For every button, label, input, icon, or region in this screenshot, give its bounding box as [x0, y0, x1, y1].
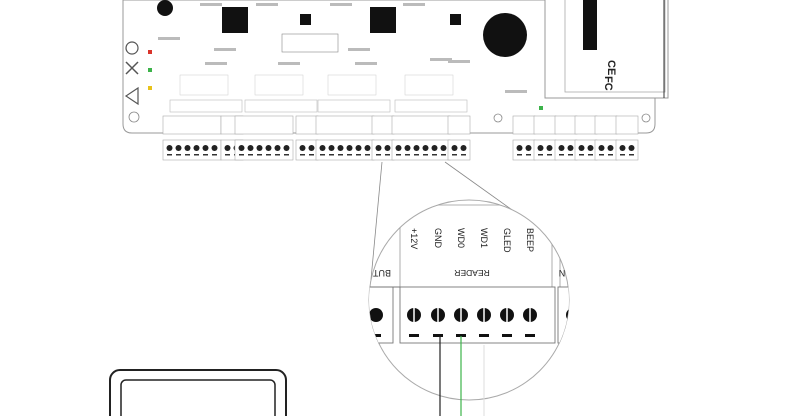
screw-terminal: [265, 145, 272, 151]
screw-terminal: [224, 145, 231, 151]
screw-terminal: [211, 145, 218, 151]
screw-terminal: [607, 145, 614, 151]
zoom-leader-line: [369, 161, 383, 291]
screw-terminal: [274, 145, 281, 151]
screw-terminal: [404, 145, 411, 151]
screw-terminal: [283, 145, 290, 151]
screw-terminal: [346, 145, 353, 151]
screw-terminal: [166, 145, 173, 151]
screw-terminal: [364, 145, 371, 151]
screw-terminal: [319, 145, 326, 151]
screw-terminal: [337, 145, 344, 151]
pin-label: WD1: [479, 228, 489, 248]
screw-terminal: [202, 145, 209, 151]
fc-mark: FC: [602, 76, 614, 91]
screw-terminal: [328, 145, 335, 151]
screw-terminal: [628, 145, 635, 151]
pin-label: WD0: [456, 228, 466, 248]
screw-terminal: [193, 145, 200, 151]
screw-terminal: [546, 145, 553, 151]
led-red: [148, 50, 152, 54]
reader-group-label: READER: [454, 268, 489, 278]
led-green: [148, 68, 152, 72]
screw-terminal: [451, 145, 458, 151]
screw-terminal: [175, 145, 182, 151]
microcontroller-chip: [222, 7, 248, 33]
screw-terminal: [384, 145, 391, 151]
screw-terminal: [308, 145, 315, 151]
buzzer: [483, 13, 527, 57]
screw-terminal: [299, 145, 306, 151]
screw-terminal: [395, 145, 402, 151]
screw-terminal: [422, 145, 429, 151]
screw-terminal: [516, 145, 523, 151]
pin-label: GLED: [502, 228, 512, 253]
reader-module: CE FC: [544, 0, 669, 99]
screw-terminal: [440, 145, 447, 151]
pin-label: BEEP: [525, 228, 535, 252]
screw-terminal: [238, 145, 245, 151]
left-block-label: BUT: [372, 268, 391, 278]
screw-terminal: [558, 145, 565, 151]
screw-terminal: [413, 145, 420, 151]
pin-label: +12V: [409, 228, 419, 249]
zoom-leader-line: [444, 161, 516, 213]
screw-terminal: [587, 145, 594, 151]
screw-terminal: [567, 145, 574, 151]
screw-terminal: [256, 145, 263, 151]
card-reader-device: [109, 369, 287, 416]
led-yellow: [148, 86, 152, 90]
screw-terminal: [537, 145, 544, 151]
screw-terminal: [460, 145, 467, 151]
screw-terminal: [431, 145, 438, 151]
microcontroller-chip: [370, 7, 396, 33]
screw-terminal: [619, 145, 626, 151]
reader-terminal-zoom: BUT N READER +12V GND WD0 WD1 GLED BEEP: [368, 199, 570, 401]
controller-board: [122, 0, 656, 134]
ce-mark: CE: [605, 60, 617, 75]
screw-terminal: [184, 145, 191, 151]
right-block-label: N: [559, 268, 566, 278]
screw-terminal: [578, 145, 585, 151]
screw-terminal: [247, 145, 254, 151]
screw-terminal: [375, 145, 382, 151]
screw-terminal: [355, 145, 362, 151]
screw-terminal: [525, 145, 532, 151]
terminal-strips: [162, 115, 639, 161]
pin-label: GND: [433, 228, 443, 249]
screw-terminal: [598, 145, 605, 151]
